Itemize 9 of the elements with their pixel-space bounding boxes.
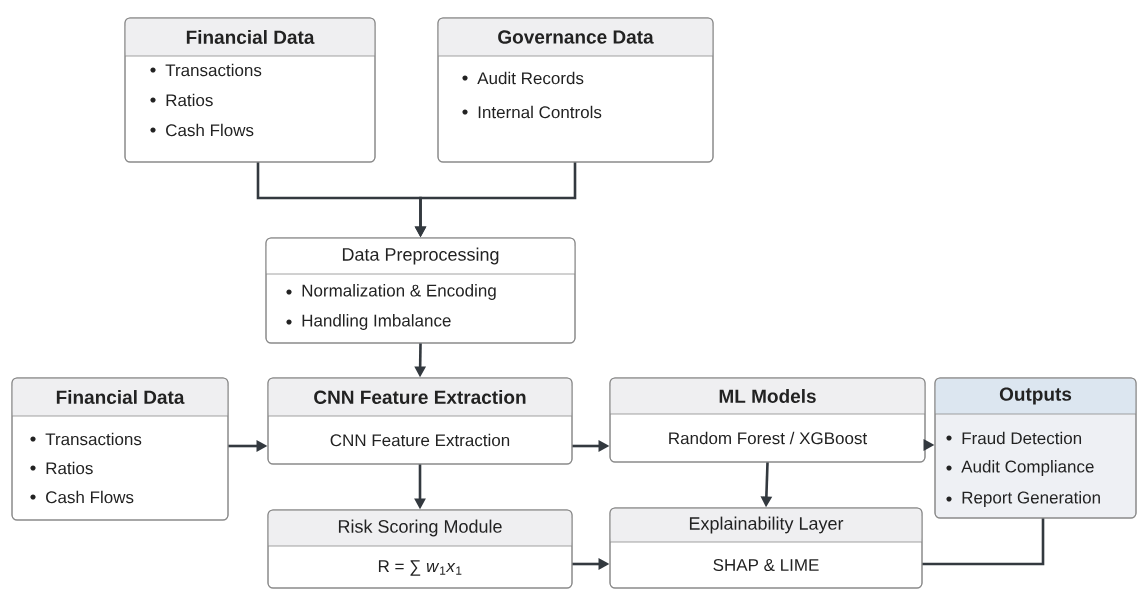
process-box: Governance Data Audit Records Internal Controls bbox=[437, 17, 714, 163]
process-box: Financial Data Transactions Ratios Cash Flows bbox=[11, 377, 229, 521]
process-box: Financial Data Transactions Ratios Cash Flows bbox=[124, 17, 376, 163]
process-box: CNN Feature Extraction CNN Feature Extraction bbox=[267, 377, 573, 465]
process-box: Outputs Fraud Detection Audit Compliance Report Generation bbox=[934, 377, 1137, 519]
process-box: ML Models Random Forest / XGBoost bbox=[609, 377, 926, 463]
process-box: Data Preprocessing Normalization & Encoding Handling Imbalance bbox=[265, 237, 576, 344]
process-box: Risk Scoring Module R = ∑ w$_{1}$x$_{1}$ bbox=[267, 509, 573, 589]
process-box: Explainability Layer SHAP & LIME bbox=[609, 507, 923, 589]
